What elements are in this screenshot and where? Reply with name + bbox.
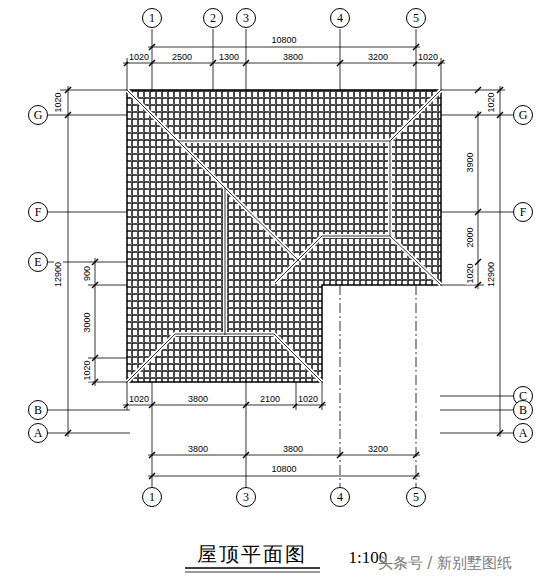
axis-label: A [519,427,528,439]
dimension-text: 12900 [54,260,63,287]
dimension-tick [149,44,155,50]
dimension-tick [475,87,481,93]
axis-label: 1 [149,12,155,24]
dimension-tick [475,209,481,215]
axis-bubble: F [28,202,48,222]
dimension-text: 3900 [466,151,475,173]
axis-bubble: F [513,202,533,222]
dimension-tick [475,282,481,288]
axis-bubble: 2 [203,8,223,28]
axis-bubble: 1 [142,487,162,507]
axis-label: 3 [243,12,249,24]
dimension-tick [92,282,98,288]
dimension-tick [65,430,71,436]
axis-bubble: E [28,252,48,272]
dimension-tick [92,259,98,265]
axis-bubble: B [513,400,533,420]
dimension-text: 1020 [128,395,150,404]
dimension-tick [149,452,155,458]
dimension-text: 900 [83,264,92,281]
axis-bubble: G [28,105,48,125]
dimension-text: 1020 [417,53,439,62]
dimension-tick [65,112,71,118]
drawing-title: 屋顶平面图 [197,544,307,564]
dimension-tick [243,452,249,458]
axis-label: B [34,404,42,416]
dimension-text: 2000 [466,226,475,248]
axis-label: E [34,256,41,268]
axis-label: 5 [413,491,419,503]
dimension-tick [337,60,343,66]
dimension-text: 2500 [171,53,193,62]
axis-bubble: 5 [406,8,426,28]
dimension-tick [92,355,98,361]
dimension-tick [337,452,343,458]
dimension-tick [475,259,481,265]
axis-label: 4 [337,491,343,503]
axis-bubble: 4 [330,487,350,507]
dimension-tick [413,473,419,479]
axis-bubble: B [28,400,48,420]
axis-label: F [35,206,42,218]
dimension-text: 3800 [282,445,304,454]
watermark: 头条号 / 新别墅图纸 [378,556,513,571]
axis-bubble: 3 [236,8,256,28]
axis-bubble: G [513,105,533,125]
dimension-text: 10800 [271,36,298,45]
axis-bubble: 4 [330,8,350,28]
dimension-tick [497,87,503,93]
axis-label: 2 [210,12,216,24]
dimension-tick [243,60,249,66]
axis-label: B [519,404,527,416]
dimension-text: 1020 [487,91,496,113]
dimension-text: 1300 [218,53,240,62]
axis-label: 3 [243,491,249,503]
dimension-text: 3000 [83,311,92,333]
axis-label: 4 [337,12,343,24]
dimension-text: 10800 [271,465,298,474]
dimension-tick [475,112,481,118]
dimension-tick [92,379,98,385]
axis-bubble: A [28,423,48,443]
dimension-tick [243,402,249,408]
axis-label: 5 [413,12,419,24]
dimension-tick [497,112,503,118]
dimension-text: 1020 [128,53,150,62]
dimension-tick [319,402,325,408]
dimension-tick [413,44,419,50]
dimension-text: 3200 [367,53,389,62]
axis-label: G [519,109,528,121]
dimension-text: 3200 [367,445,389,454]
dimension-text: 12900 [487,260,496,287]
dimension-tick [210,60,216,66]
dimension-tick [65,87,71,93]
dimension-tick [413,452,419,458]
axis-bubble: 5 [406,487,426,507]
dimension-text: 1020 [54,91,63,113]
axis-label: F [520,206,527,218]
dimension-text: 3800 [187,445,209,454]
dimension-text: 3800 [282,53,304,62]
axis-label: 1 [149,491,155,503]
dimension-tick [497,430,503,436]
axis-bubble: 3 [236,487,256,507]
dimension-text: 1020 [83,359,92,381]
axis-label: G [34,109,43,121]
dimension-tick [149,473,155,479]
dimension-text: 1020 [297,395,319,404]
dimension-text: 1020 [466,262,475,284]
axis-bubble: 1 [142,8,162,28]
dimension-text: 3800 [187,395,209,404]
axis-bubble: A [513,423,533,443]
axis-label: A [34,427,43,439]
dimension-text: 2100 [259,395,281,404]
